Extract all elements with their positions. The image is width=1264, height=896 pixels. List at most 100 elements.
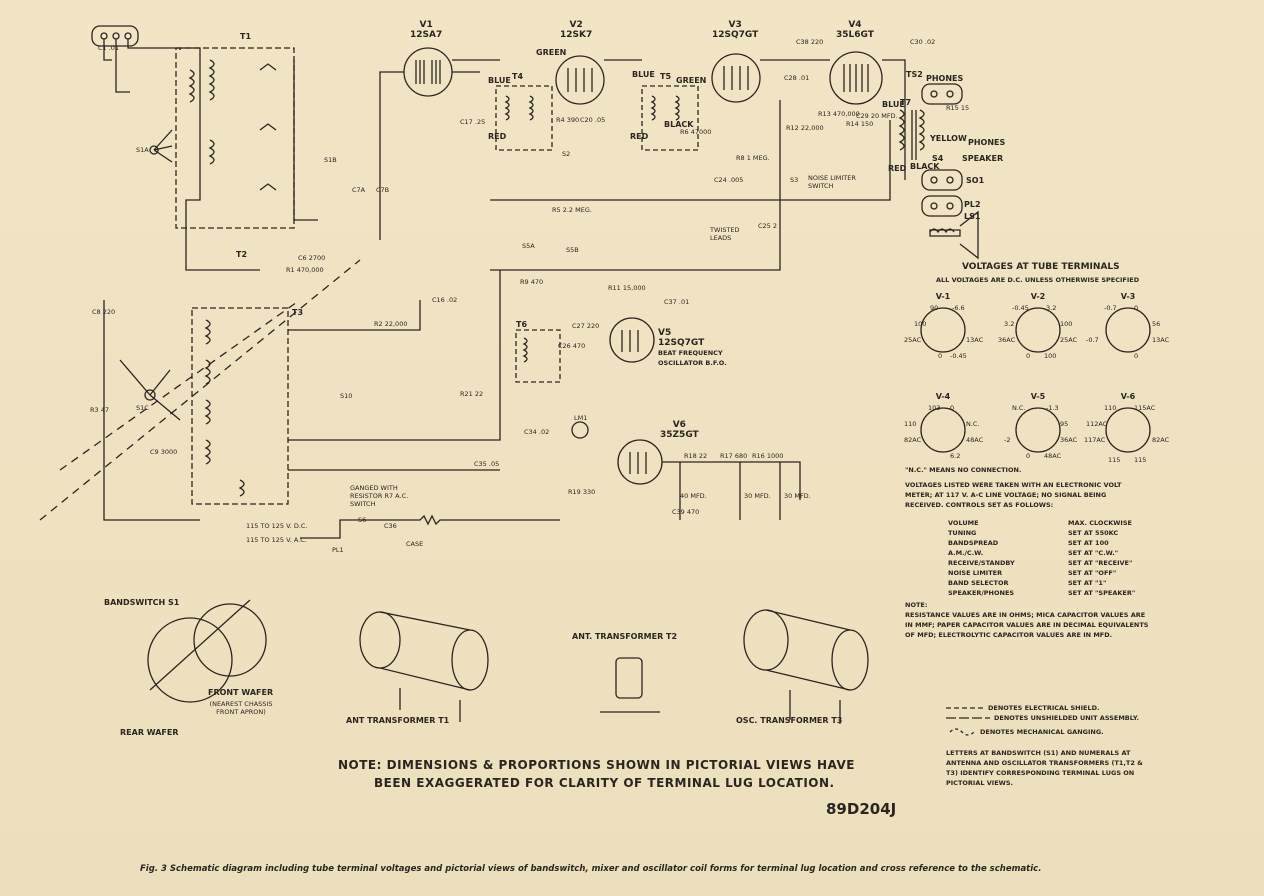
v2-pin: -0.45 [1012, 304, 1029, 312]
v4-pin: N.C. [966, 420, 980, 428]
v3-pin: 13AC [1152, 336, 1170, 344]
label-ls1: LS1 [964, 212, 981, 221]
v5-pin: 36AC [1060, 436, 1078, 444]
label-c9: C9 3000 [150, 448, 178, 456]
label-r8: R8 1 MEG. [736, 154, 770, 162]
label-r14: R14 150 [846, 120, 874, 128]
label-c28: C28 .01 [784, 74, 810, 82]
label-r6: R6 47000 [680, 128, 712, 136]
label-red-t7: RED [888, 164, 907, 173]
label-black-t5: BLACK [664, 120, 694, 129]
label-c7b: C7B [376, 186, 390, 194]
label-c37: C37 .01 [664, 298, 690, 306]
legend-letters: LETTERS AT BANDSWITCH (S1) AND NUMERALS … [946, 749, 1143, 787]
label-t1: T1 [240, 32, 252, 41]
label-c25: C25 2 [758, 222, 778, 230]
label-blue-t7: BLUE [882, 100, 905, 109]
label-black-t7: BLACK [910, 162, 940, 171]
v1-pin: 25AC [904, 336, 922, 344]
label-c1: C1 .01 [98, 44, 120, 52]
voltages-title: VOLTAGES AT TUBE TERMINALS [962, 262, 1120, 272]
v5-pin: 0 [1026, 452, 1031, 460]
label-s10: S10 [340, 392, 353, 400]
label-s1b: S1B [324, 156, 337, 164]
label-case: CASE [406, 540, 424, 548]
label-c30: C30 .02 [910, 38, 936, 46]
label-so1: SO1 [966, 176, 985, 185]
bandswitch-title: BANDSWITCH S1 [104, 598, 180, 607]
label-phones-side: PHONES [968, 138, 1006, 147]
label-pl2: PL2 [964, 200, 981, 209]
voltages-subtitle: ALL VOLTAGES ARE D.C. UNLESS OTHERWISE S… [936, 276, 1140, 284]
v4-pin: 0 [950, 404, 955, 412]
v1-pin: -0.45 [950, 352, 967, 360]
label-s2: S2 [562, 150, 571, 158]
label-ganged: GANGED WITH RESISTOR R7 A.C. SWITCH [350, 484, 409, 508]
label-c31: 30 MFD. [784, 492, 811, 500]
label-twisted-leads: TWISTED LEADS [710, 226, 740, 242]
document-id: 89D204J [826, 800, 897, 818]
label-c36: C36 [384, 522, 397, 530]
v6-pin: 112AC [1086, 420, 1108, 428]
label-r21: R21 22 [460, 390, 484, 398]
label-r15: R15 15 [946, 104, 970, 112]
legend-unshielded: DENOTES UNSHIELDED UNIT ASSEMBLY. [994, 714, 1139, 722]
label-r18: R18 22 [684, 452, 708, 460]
label-s3: S3 [790, 176, 799, 184]
label-r16: R16 1000 [752, 452, 784, 460]
label-t2: T2 [236, 250, 248, 259]
v4-pin: 103 [928, 404, 941, 412]
v6-pin: 82AC [1152, 436, 1170, 444]
label-supply-dc: 115 TO 125 V. D.C. [246, 522, 308, 530]
bottom-note-line1: NOTE: DIMENSIONS & PROPORTIONS SHOWN IN … [338, 758, 855, 772]
label-r5: R5 2.2 MEG. [552, 206, 592, 214]
v3-pin: 56 [1152, 320, 1161, 328]
v3-pin: 0 [1134, 304, 1139, 312]
label-red-t5: RED [630, 132, 649, 141]
label-r13: R13 470,000 [818, 110, 860, 118]
label-supply-ac: 115 TO 125 V. A.C. [246, 536, 307, 544]
v4-pin: 110 [904, 420, 917, 428]
v2-pin: 3.2 [1004, 320, 1015, 328]
label-c7a: C7A [352, 186, 366, 194]
v2-pin: 100 [1044, 352, 1057, 360]
label-phones-top: PHONES [926, 74, 964, 83]
note-text: RESISTANCE VALUES ARE IN OHMS; MICA CAPA… [905, 611, 1149, 639]
v2-pin: 36AC [998, 336, 1016, 344]
label-blue-t5: BLUE [632, 70, 655, 79]
label-c17: C17 .25 [460, 118, 486, 126]
label-s1a: S1A [136, 146, 149, 154]
label-r17: R17 680 [720, 452, 748, 460]
osc-transformer-t3-label: OSC. TRANSFORMER T3 [736, 716, 843, 725]
v6-pin: 115 [1108, 456, 1121, 464]
label-c35: C35 .05 [474, 460, 500, 468]
label-red-t4: RED [488, 132, 507, 141]
label-noise-limiter: NOISE LIMITER SWITCH [808, 174, 856, 190]
v3-pin: -0.7 [1086, 336, 1099, 344]
label-c34: C34 .02 [524, 428, 550, 436]
ant-transformer-t2-label: ANT. TRANSFORMER T2 [572, 632, 678, 641]
label-s6: S6 [358, 516, 367, 524]
v6-pin: 115 [1134, 456, 1147, 464]
v1-pin: 0 [938, 352, 943, 360]
v6-pin: 115AC [1134, 404, 1156, 412]
front-wafer-note: (NEAREST CHASSIS FRONT APRON) [209, 700, 273, 716]
label-c24: C24 .005 [714, 176, 744, 184]
v5-pin: -1.3 [1046, 404, 1059, 412]
label-r3: R3 47 [90, 406, 109, 414]
v2-pin: 100 [1060, 320, 1073, 328]
label-s4: S4 [932, 154, 944, 163]
v6-pin: 117AC [1084, 436, 1106, 444]
label-c8: C8 220 [92, 308, 116, 316]
label-s5a: S5A [522, 242, 535, 250]
socket-v3-name: V-3 [1120, 292, 1136, 301]
label-blue-t4: BLUE [488, 76, 511, 85]
